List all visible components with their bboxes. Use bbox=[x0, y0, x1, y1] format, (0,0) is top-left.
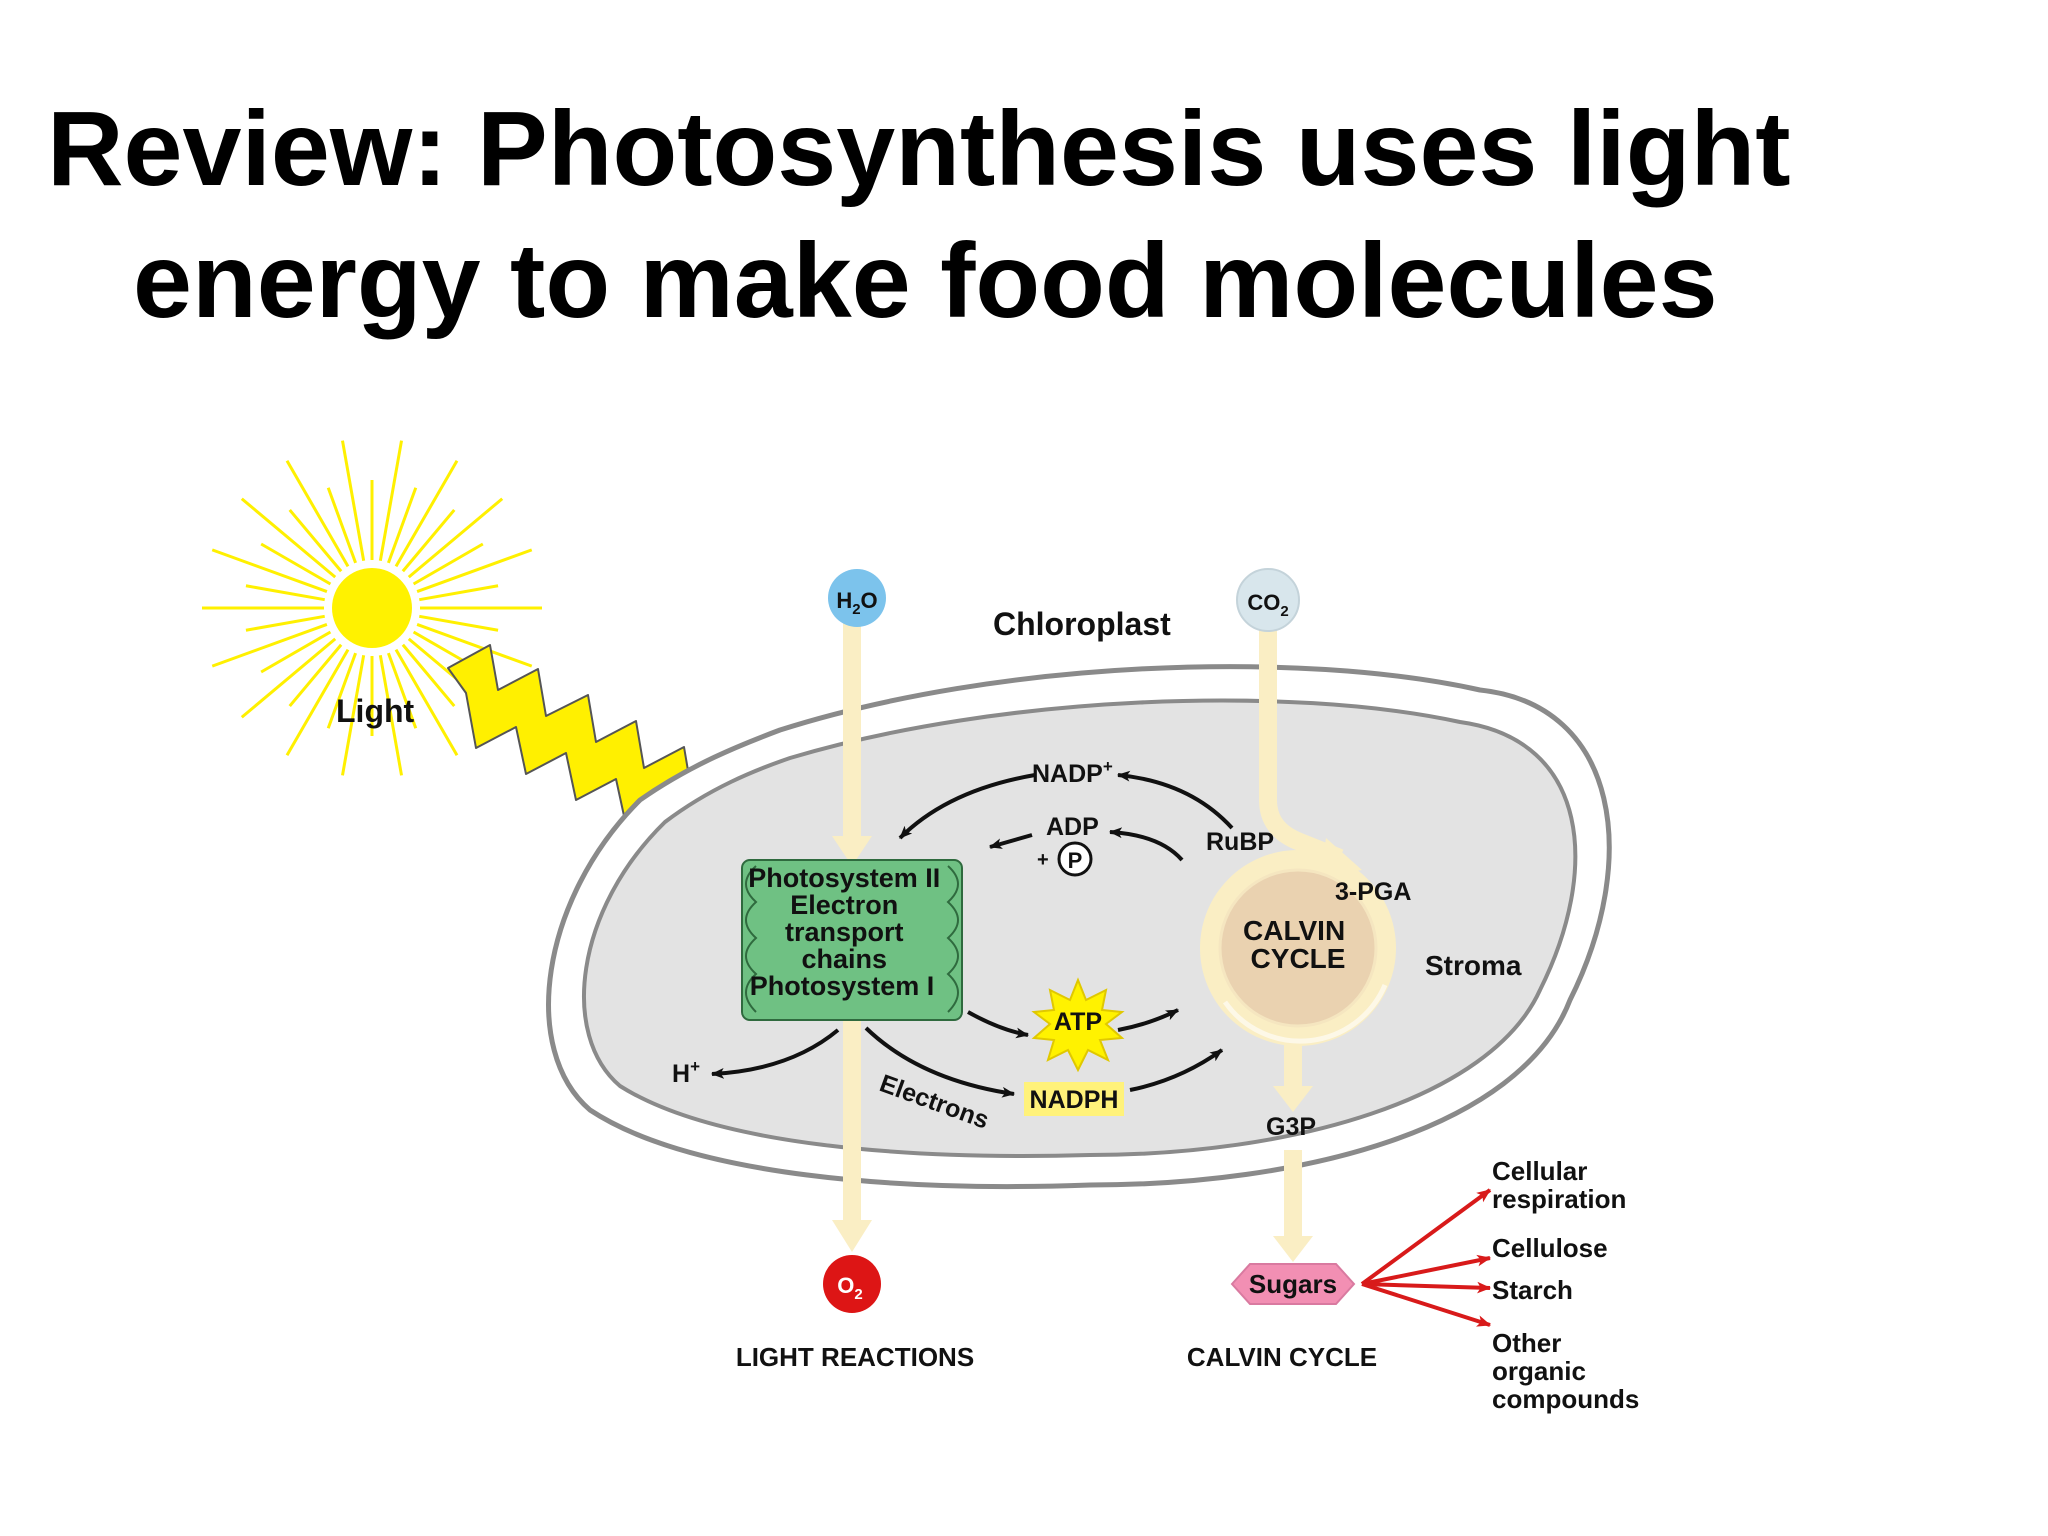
sun-ray bbox=[245, 614, 325, 632]
phosphate-label: P bbox=[1068, 848, 1083, 873]
sun-ray bbox=[260, 542, 332, 586]
sun-ray bbox=[416, 623, 533, 668]
photosystem-line-3: transport bbox=[785, 917, 904, 947]
sun-ray bbox=[416, 548, 533, 593]
chloroplast-label: Chloroplast bbox=[993, 606, 1171, 642]
sun-ray bbox=[341, 440, 366, 561]
sugars-flow-arrowhead bbox=[1273, 1236, 1313, 1262]
nadp-return-arrow bbox=[898, 773, 1036, 840]
sun-ray bbox=[245, 584, 325, 602]
photosystem-line-4: chains bbox=[801, 944, 887, 974]
co2-label: CO2 bbox=[1247, 590, 1288, 620]
atp-starburst-icon bbox=[1031, 977, 1125, 1073]
sun-ray bbox=[211, 623, 328, 668]
atp-label: ATP bbox=[1054, 1008, 1102, 1036]
sun-ray bbox=[412, 542, 484, 586]
product-cellular-respiration: Cellular respiration bbox=[1492, 1156, 1626, 1214]
sun-ray bbox=[401, 508, 456, 573]
g3p-label: G3P bbox=[1266, 1113, 1316, 1141]
atp-production-arrow bbox=[967, 1010, 1030, 1039]
thylakoid-membrane-box bbox=[741, 859, 963, 1021]
co2-flow-arrow bbox=[1259, 626, 1344, 867]
sun-ray bbox=[285, 648, 350, 756]
slide-title-line-1: Review: Photosynthesis uses light bbox=[47, 90, 1791, 208]
product-arrow-starch bbox=[1361, 1281, 1492, 1294]
calvin-cycle-circle bbox=[1218, 868, 1378, 1028]
sun-ray bbox=[326, 652, 357, 729]
adp-from-calvin-arrow bbox=[1108, 827, 1184, 862]
nadp-label: NADP+ bbox=[1032, 757, 1113, 788]
calvin-cycle-section-label: CALVIN CYCLE bbox=[1187, 1342, 1377, 1372]
nadph-label: NADPH bbox=[1030, 1086, 1119, 1114]
sun-icon bbox=[332, 568, 412, 648]
electrons-arrow bbox=[864, 1026, 1016, 1098]
proton-label: H+ bbox=[672, 1057, 700, 1088]
sun-ray bbox=[326, 487, 357, 564]
product-other-organic-compounds: Other organic compounds bbox=[1492, 1328, 1639, 1414]
sun-ray bbox=[211, 548, 328, 593]
product-arrow-cellulose bbox=[1361, 1254, 1492, 1286]
adp-return-arrow bbox=[988, 833, 1033, 849]
pga-label: 3-PGA bbox=[1335, 878, 1411, 906]
water-flow-arrowhead bbox=[832, 836, 872, 866]
light-label: Light bbox=[336, 693, 415, 729]
photosystem-line-1: Photosystem II bbox=[748, 863, 940, 893]
photosystem-line-2: Electron bbox=[790, 890, 898, 920]
light-reactions-section-label: LIGHT REACTIONS bbox=[736, 1342, 974, 1372]
sun-rays bbox=[202, 440, 542, 776]
oxygen-flow-arrowhead bbox=[832, 1220, 872, 1252]
sun-ray bbox=[288, 508, 343, 573]
nadph-to-calvin-arrow bbox=[1129, 1048, 1224, 1092]
co2-molecule-icon bbox=[1236, 568, 1300, 632]
product-cellulose: Cellulose bbox=[1492, 1233, 1608, 1263]
sun-ray bbox=[240, 637, 337, 719]
rubp-label: RuBP bbox=[1206, 828, 1274, 856]
calvin-cycle-arrow bbox=[1222, 984, 1388, 1044]
chloroplast-inner-membrane bbox=[582, 698, 1578, 1158]
sun-ray bbox=[401, 643, 456, 708]
phosphate-icon bbox=[1057, 841, 1093, 877]
thylakoid-right-folds bbox=[946, 865, 959, 1013]
oxygen-label: O2 bbox=[837, 1273, 862, 1303]
photosystem-box-label: Photosystem II Electron transport chains… bbox=[748, 863, 948, 1001]
adp-label: ADP bbox=[1046, 813, 1099, 841]
oxygen-molecule-icon bbox=[823, 1255, 881, 1313]
sun-ray bbox=[387, 487, 418, 564]
water-molecule-icon bbox=[828, 569, 886, 627]
stroma-label: Stroma bbox=[1425, 950, 1522, 981]
product-arrow-respiration bbox=[1360, 1188, 1492, 1286]
product-starch: Starch bbox=[1492, 1275, 1573, 1305]
sun-ray bbox=[240, 497, 337, 579]
g3p-flow-arrowhead bbox=[1273, 1086, 1313, 1112]
phosphate-plus-label: + bbox=[1037, 849, 1049, 871]
photosystem-line-5: Photosystem I bbox=[750, 971, 935, 1001]
sun-ray bbox=[285, 460, 350, 568]
thylakoid-left-folds bbox=[745, 865, 758, 1013]
sun-ray bbox=[394, 460, 459, 568]
slide-title-line-2: energy to make food molecules bbox=[133, 222, 1718, 340]
sun-ray bbox=[419, 614, 499, 632]
sun-ray bbox=[387, 652, 418, 729]
product-arrow-other bbox=[1361, 1282, 1492, 1327]
proton-arrow bbox=[710, 1028, 840, 1079]
water-label: H2O bbox=[836, 588, 877, 618]
atp-to-calvin-arrow bbox=[1117, 1008, 1179, 1032]
nadph-badge bbox=[1024, 1082, 1124, 1116]
sugars-hexagon bbox=[1230, 1263, 1356, 1305]
sun-ray bbox=[407, 497, 504, 579]
sugars-label: Sugars bbox=[1249, 1269, 1337, 1299]
calvin-cycle-label: CALVIN CYCLE bbox=[1243, 915, 1353, 974]
sun-ray bbox=[260, 630, 332, 674]
nadp-from-calvin-arrow bbox=[1116, 770, 1234, 830]
sun-ray bbox=[341, 655, 366, 776]
sun-ray bbox=[394, 648, 459, 756]
sun-ray bbox=[288, 643, 343, 708]
sun-ray bbox=[378, 440, 403, 561]
sun-ray bbox=[419, 584, 499, 602]
sun-ray bbox=[378, 655, 403, 776]
